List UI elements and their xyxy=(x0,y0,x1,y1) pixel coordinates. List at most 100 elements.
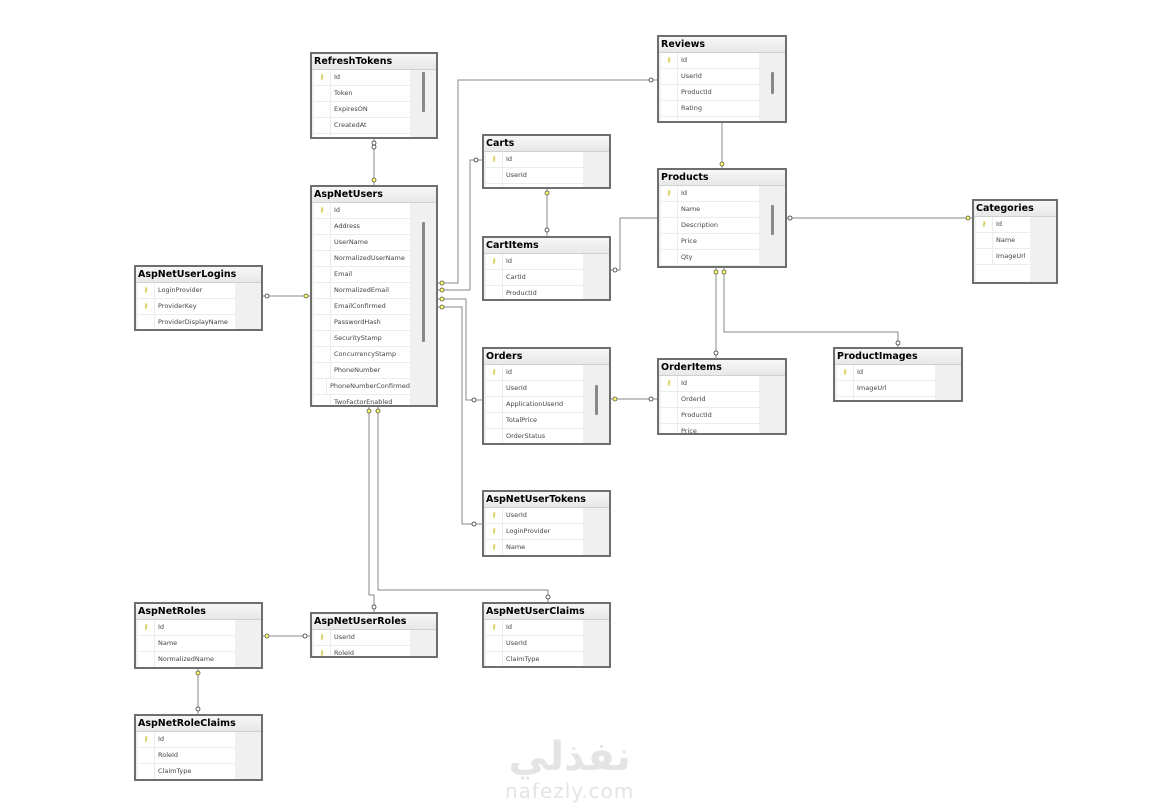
column-row[interactable]: ⚷Id xyxy=(486,365,583,381)
column-row[interactable]: ProviderDisplayName xyxy=(138,315,235,329)
column-row[interactable]: ⚷Id xyxy=(314,203,410,219)
column-row[interactable]: ProductId xyxy=(837,397,935,400)
column-row[interactable]: CreatedAt xyxy=(314,118,410,134)
column-row[interactable]: Qty xyxy=(661,250,759,266)
column-row[interactable]: OrderStatus xyxy=(486,429,583,443)
table-title[interactable]: AspNetUserTokens xyxy=(484,492,609,508)
column-row[interactable]: ⚷UserId xyxy=(314,630,410,646)
column-row[interactable]: Price xyxy=(661,424,759,433)
column-row[interactable]: ApplicationUserId xyxy=(486,184,583,187)
column-row[interactable]: UserId xyxy=(486,168,583,184)
column-row[interactable]: TwoFactorEnabled xyxy=(314,395,410,405)
table-title[interactable]: RefreshTokens xyxy=(312,54,436,70)
table-productimages[interactable]: ProductImages⚷IdImageUrlProductId xyxy=(833,347,963,402)
column-row[interactable]: ImageUrl xyxy=(976,249,1030,265)
column-row[interactable]: ⚷Id xyxy=(661,186,759,202)
column-row[interactable]: ClaimType xyxy=(138,764,235,779)
table-refreshtokens[interactable]: RefreshTokens⚷IdTokenExpiresONCreatedAtR… xyxy=(310,52,438,139)
column-row[interactable]: PasswordHash xyxy=(314,315,410,331)
table-title[interactable]: Categories xyxy=(974,201,1056,217)
column-row[interactable]: OrderId xyxy=(661,392,759,408)
column-row[interactable]: ConcurrencyStamp xyxy=(314,347,410,363)
table-title[interactable]: AspNetRoles xyxy=(136,604,261,620)
column-row[interactable]: ⚷Id xyxy=(486,620,583,636)
column-row[interactable]: ⚷Name xyxy=(486,540,583,555)
table-reviews[interactable]: Reviews⚷IdUserIdProductIdRatingComment xyxy=(657,35,787,123)
column-row[interactable]: ApplicationUserId xyxy=(486,397,583,413)
table-title[interactable]: Orders xyxy=(484,349,609,365)
table-title[interactable]: OrderItems xyxy=(659,360,785,376)
column-row[interactable]: ⚷Id xyxy=(976,217,1030,233)
column-row[interactable]: NormalizedUserName xyxy=(314,251,410,267)
column-row[interactable]: ⚷Id xyxy=(486,152,583,168)
column-row[interactable]: CategoryId xyxy=(661,266,759,268)
column-row[interactable]: PhoneNumber xyxy=(314,363,410,379)
scrollbar[interactable] xyxy=(771,72,774,94)
column-row[interactable]: Price xyxy=(661,234,759,250)
column-row[interactable]: RevokedON xyxy=(314,134,410,137)
column-row[interactable]: ⚷Id xyxy=(314,70,410,86)
scrollbar[interactable] xyxy=(422,222,425,342)
table-aspnetuserroles[interactable]: AspNetUserRoles⚷UserId⚷RoleId xyxy=(310,612,438,658)
column-row[interactable]: Name xyxy=(138,636,235,652)
table-title[interactable]: AspNetUserClaims xyxy=(484,604,609,620)
column-row[interactable]: ⚷LoginProvider xyxy=(138,283,235,299)
column-row[interactable]: Token xyxy=(314,86,410,102)
table-title[interactable]: AspNetRoleClaims xyxy=(136,716,261,732)
column-row[interactable]: Rating xyxy=(661,101,759,117)
column-row[interactable]: SecurityStamp xyxy=(314,331,410,347)
column-row[interactable]: ⚷LoginProvider xyxy=(486,524,583,540)
table-title[interactable]: Carts xyxy=(484,136,609,152)
table-title[interactable]: AspNetUserRoles xyxy=(312,614,436,630)
column-row[interactable]: ExpiresON xyxy=(314,102,410,118)
column-row[interactable]: PhoneNumberConfirmed xyxy=(314,379,410,395)
column-row[interactable]: UserId xyxy=(486,636,583,652)
column-row[interactable]: Email xyxy=(314,267,410,283)
table-title[interactable]: CartItems xyxy=(484,238,609,254)
column-row[interactable]: TotalPrice xyxy=(486,413,583,429)
column-row[interactable]: ⚷RoleId xyxy=(314,646,410,656)
table-aspnetusertokens[interactable]: AspNetUserTokens⚷UserId⚷LoginProvider⚷Na… xyxy=(482,490,611,557)
table-products[interactable]: Products⚷IdNameDescriptionPriceQtyCatego… xyxy=(657,168,787,268)
column-row[interactable]: ProductId xyxy=(486,286,583,299)
column-row[interactable]: NormalizedEmail xyxy=(314,283,410,299)
column-row[interactable]: ⚷Id xyxy=(138,620,235,636)
column-row[interactable]: ⚷Id xyxy=(138,732,235,748)
table-title[interactable]: AspNetUserLogins xyxy=(136,267,261,283)
column-row[interactable]: NormalizedName xyxy=(138,652,235,667)
column-row[interactable]: ⚷UserId xyxy=(486,508,583,524)
scrollbar[interactable] xyxy=(771,205,774,235)
column-row[interactable]: Address xyxy=(314,219,410,235)
column-row[interactable]: ⚷Id xyxy=(661,53,759,69)
table-title[interactable]: ProductImages xyxy=(835,349,961,365)
table-title[interactable]: Reviews xyxy=(659,37,785,53)
table-aspnetuserlogins[interactable]: AspNetUserLogins⚷LoginProvider⚷ProviderK… xyxy=(134,265,263,331)
column-row[interactable]: Comment xyxy=(661,117,759,121)
column-row[interactable]: UserId xyxy=(661,69,759,85)
column-row[interactable]: ⚷Id xyxy=(837,365,935,381)
column-row[interactable]: ImageUrl xyxy=(837,381,935,397)
column-row[interactable]: ⚷Id xyxy=(486,254,583,270)
column-row[interactable]: Name xyxy=(976,233,1030,249)
column-row[interactable]: ProductId xyxy=(661,85,759,101)
table-title[interactable]: Products xyxy=(659,170,785,186)
table-title[interactable]: AspNetUsers xyxy=(312,187,436,203)
column-row[interactable]: UserName xyxy=(314,235,410,251)
column-row[interactable]: UserId xyxy=(486,381,583,397)
column-row[interactable]: EmailConfirmed xyxy=(314,299,410,315)
column-row[interactable]: ⚷Id xyxy=(661,376,759,392)
column-row[interactable]: ⚷ProviderKey xyxy=(138,299,235,315)
scrollbar[interactable] xyxy=(595,385,598,415)
column-row[interactable]: ClaimType xyxy=(486,652,583,666)
column-row[interactable]: ProductId xyxy=(661,408,759,424)
column-row[interactable]: Description xyxy=(661,218,759,234)
